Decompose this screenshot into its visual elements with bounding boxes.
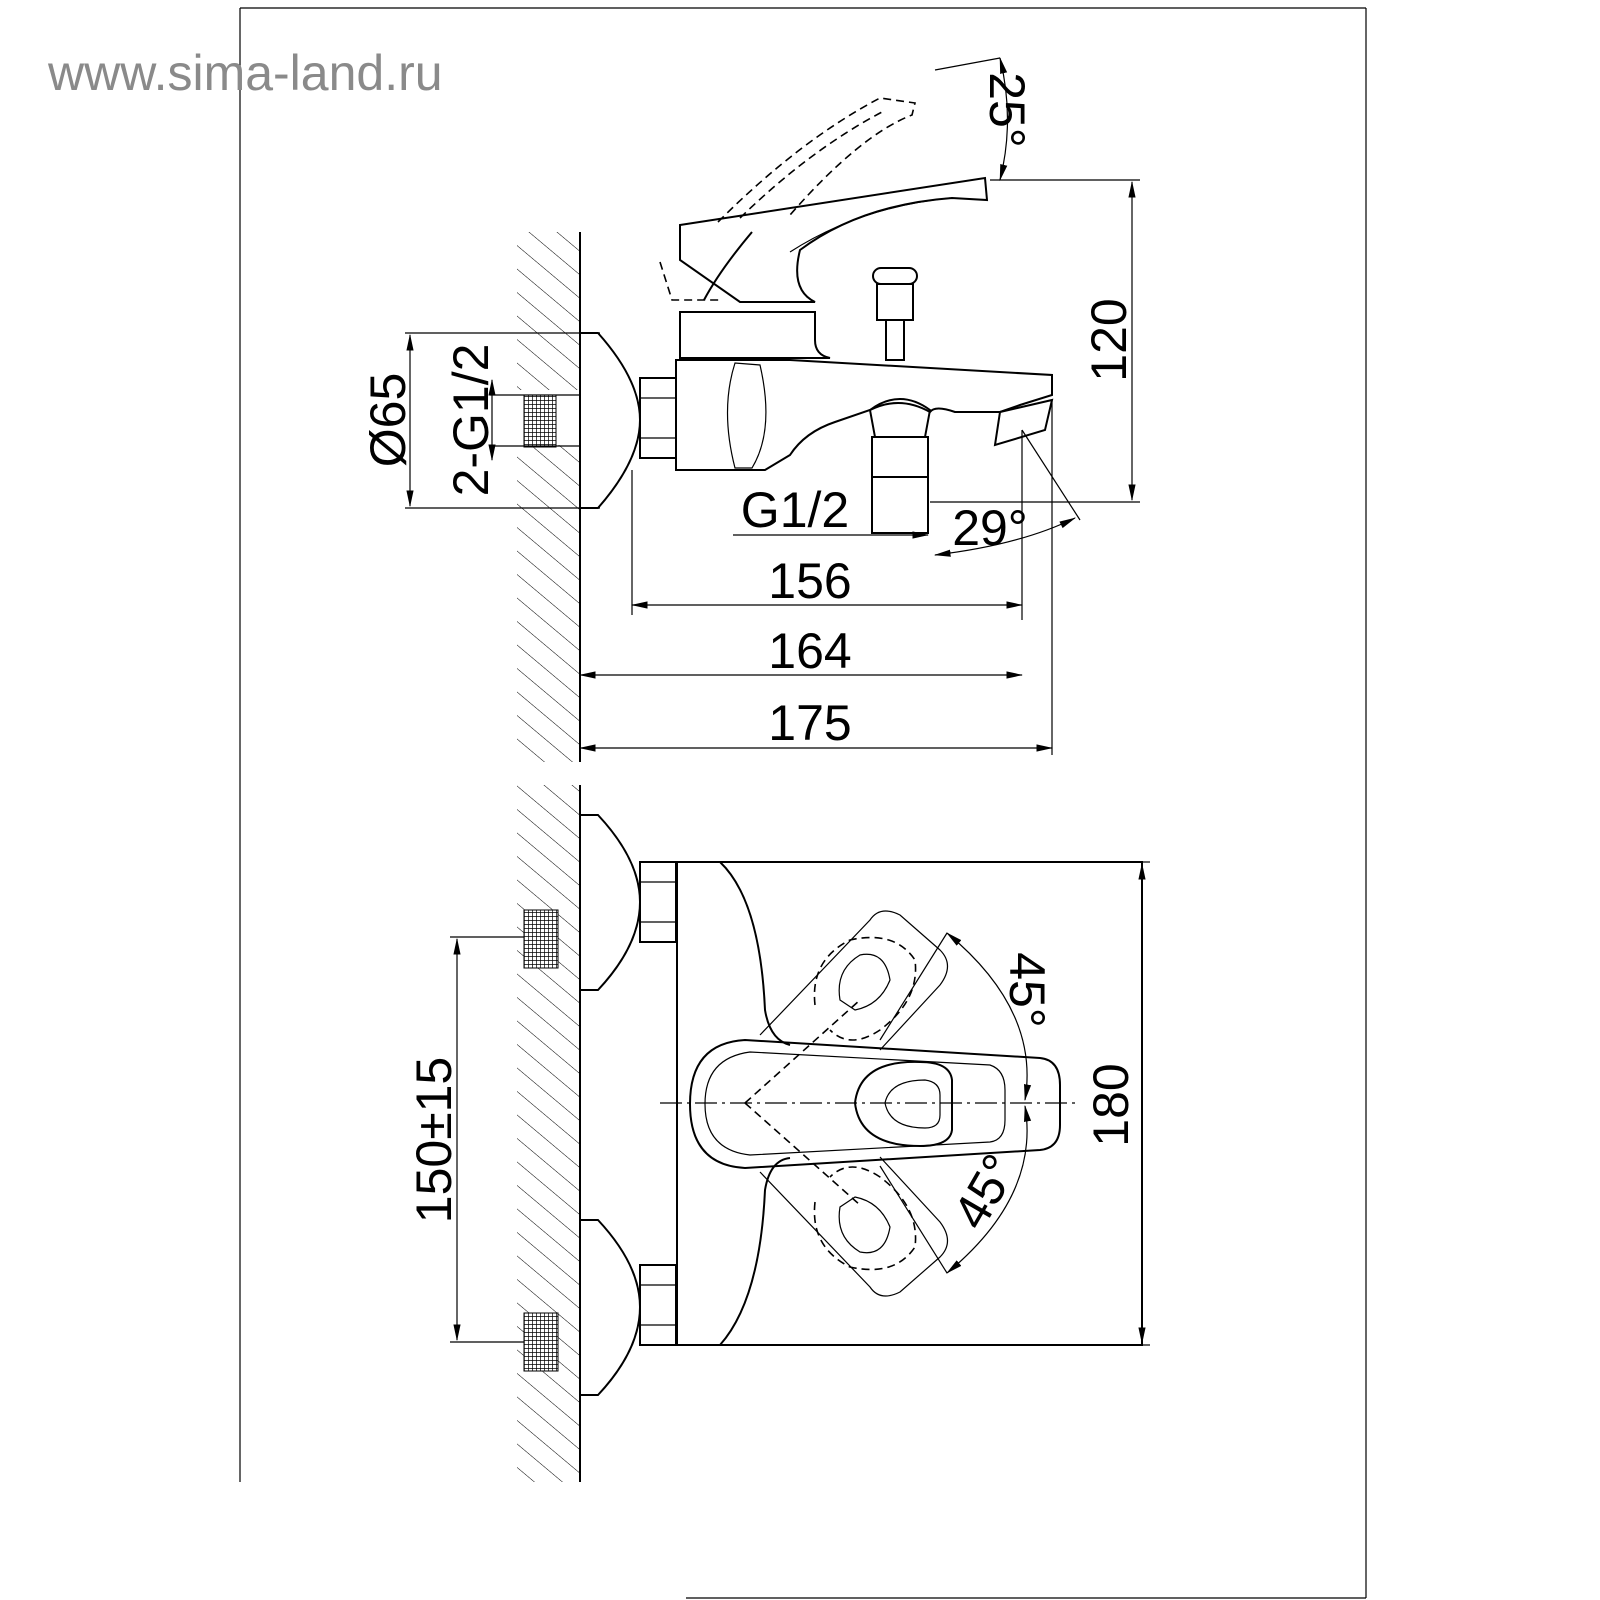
width-180-label: 180	[1083, 1063, 1139, 1146]
mixer-body	[675, 359, 1053, 471]
wall-section	[517, 785, 581, 1482]
lever-rotated-down	[759, 1156, 949, 1297]
drawing-frame	[239, 7, 1367, 1599]
inlet-spacing-label: 150±15	[406, 1057, 462, 1223]
length-164-label: 164	[768, 623, 851, 679]
wall-section	[517, 232, 581, 762]
spout-angle-label: 29°	[952, 500, 1028, 556]
lever-handle-top	[688, 1038, 1061, 1170]
length-156-label: 156	[768, 553, 851, 609]
diverter-button	[872, 267, 918, 361]
side-view: 25° 120 Ø65 2-G1/2 G1/2 29° 156 164 175	[360, 56, 1140, 762]
rotation-up-label: 45°	[999, 952, 1055, 1028]
height-120-label: 120	[1081, 298, 1137, 381]
escutcheon-diameter-label: Ø65	[360, 373, 416, 468]
outlet-thread-label: G1/2	[741, 482, 849, 538]
diverter-outlet	[868, 398, 932, 534]
lever-handle	[679, 176, 989, 303]
lever-raised-position	[659, 97, 916, 301]
upper-inlet	[523, 814, 677, 991]
spout-aerator	[993, 398, 1054, 447]
rotation-down-label: 45°	[942, 1145, 1028, 1238]
inlet-thread	[523, 394, 557, 448]
inlet-thread-label: 2-G1/2	[443, 344, 499, 497]
escutcheon	[580, 332, 642, 509]
lever-rotated-up	[759, 910, 949, 1051]
watermark: www.sima-land.ru	[47, 45, 443, 101]
handle-angle-label: 25°	[979, 72, 1035, 148]
length-175-label: 175	[768, 695, 851, 751]
lower-inlet	[523, 1219, 677, 1396]
hex-nut	[639, 377, 677, 459]
cartridge-housing	[679, 231, 831, 359]
top-view: 45° 45° 180 150±15	[406, 785, 1150, 1482]
